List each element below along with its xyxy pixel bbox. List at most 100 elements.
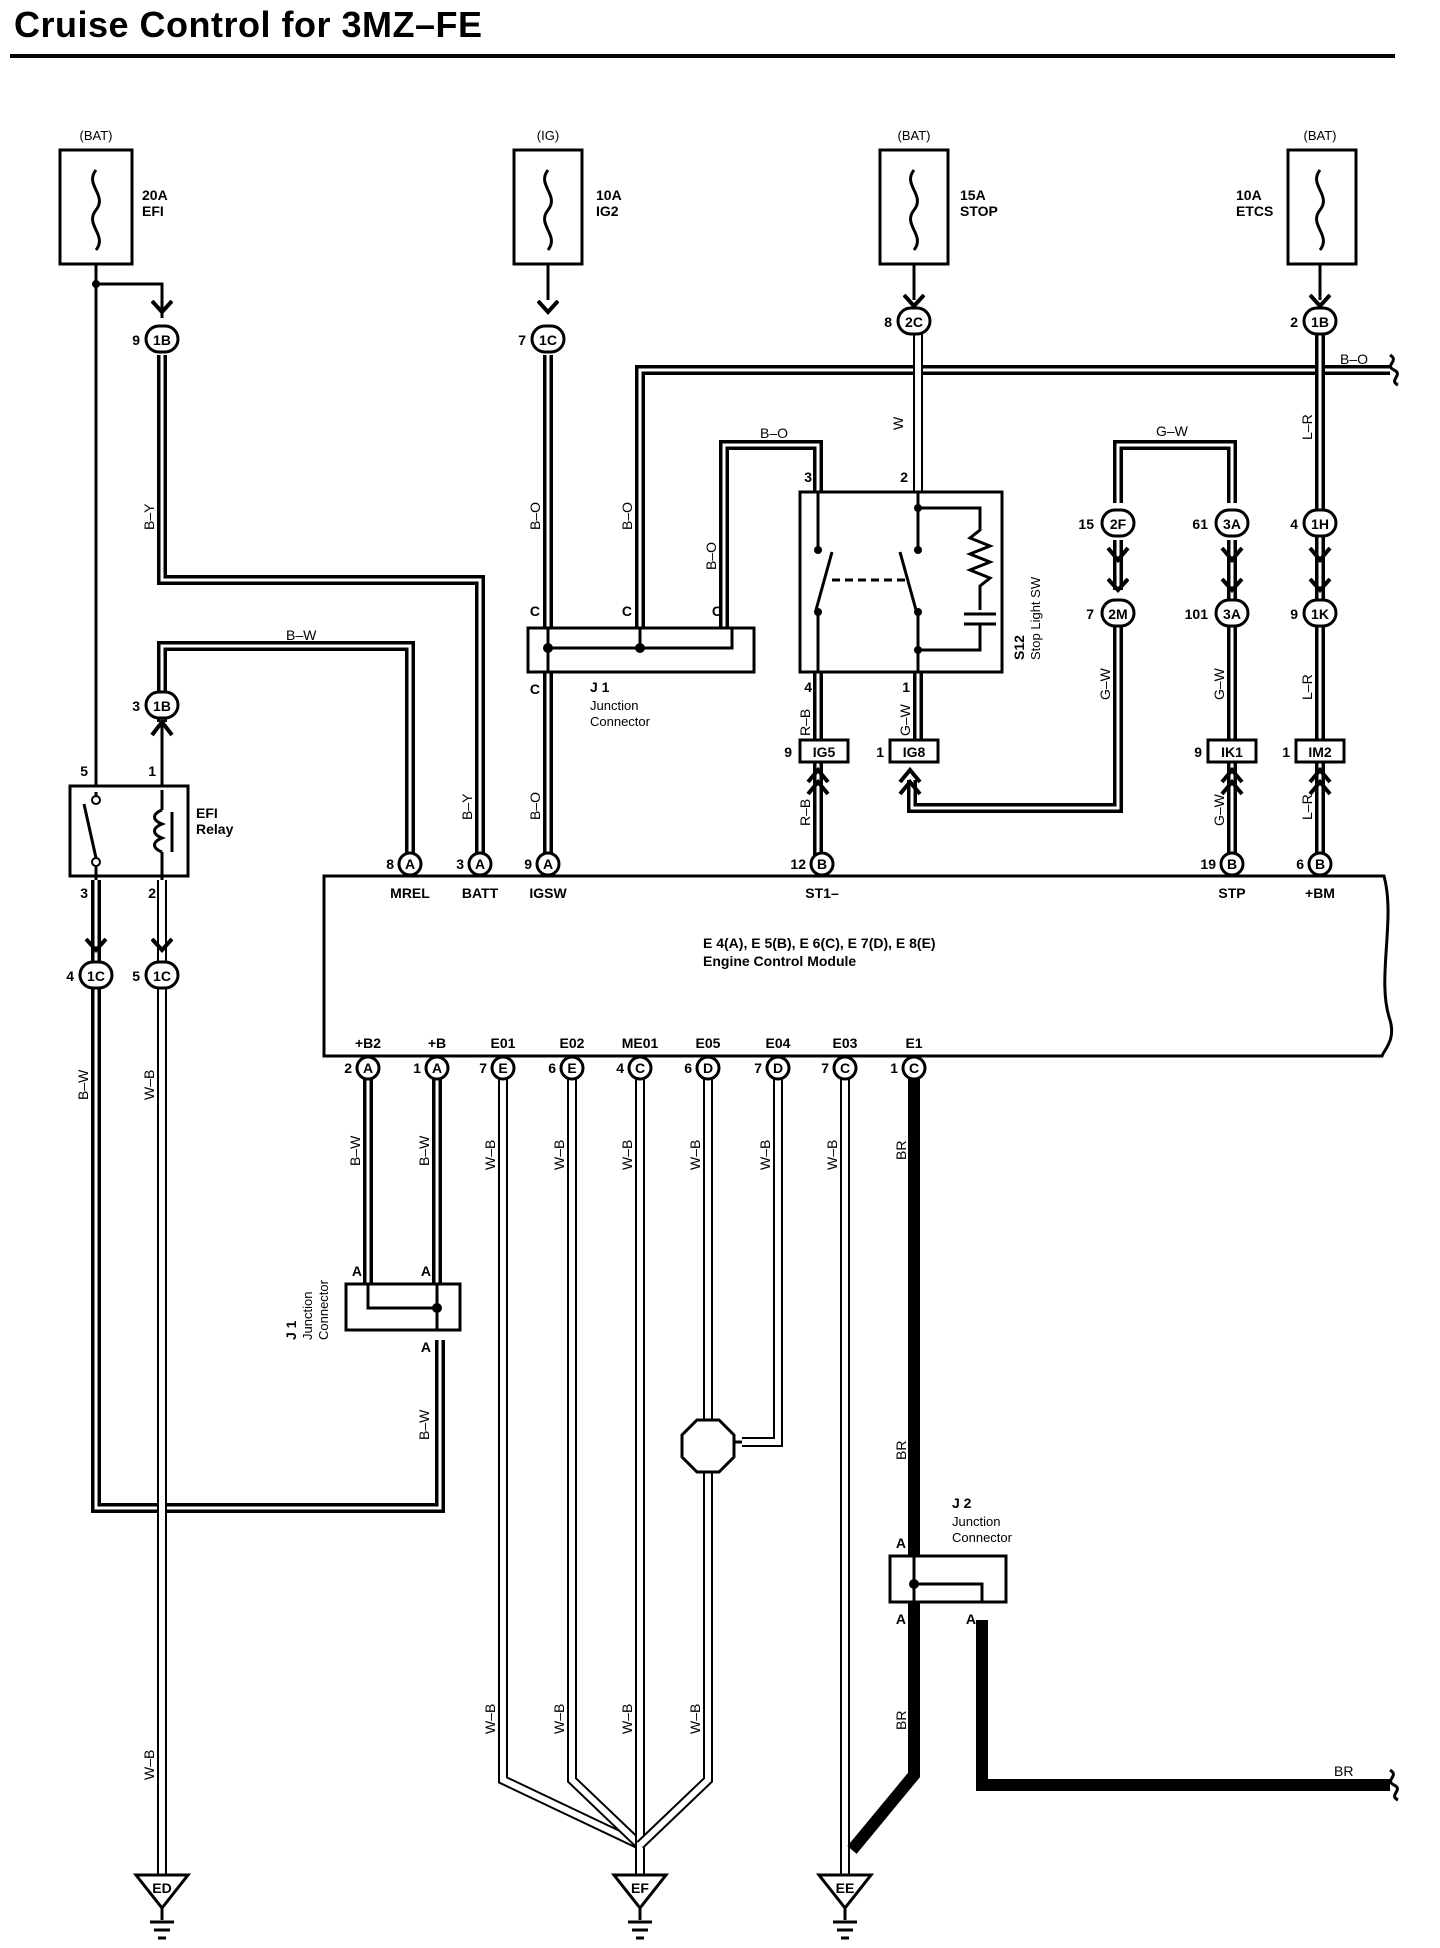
ecm-bottom-terminals: +B2 A 2 +B A 1 E01 E 7 E02 E 6 ME01 C 4 bbox=[344, 1035, 927, 1081]
svg-text:20A: 20A bbox=[142, 187, 168, 203]
svg-text:ED: ED bbox=[152, 1880, 171, 1896]
svg-text:5: 5 bbox=[80, 763, 88, 779]
connector-3a-101: 3A 101 bbox=[1185, 578, 1250, 628]
terminal-e05: E05 D 6 bbox=[684, 1035, 721, 1081]
svg-text:1B: 1B bbox=[1311, 314, 1329, 330]
svg-text:MREL: MREL bbox=[390, 885, 430, 901]
svg-text:S12: S12 bbox=[1011, 635, 1027, 660]
ground-ed: ED bbox=[132, 1873, 192, 1940]
svg-text:Relay: Relay bbox=[196, 821, 234, 837]
svg-text:3: 3 bbox=[132, 698, 140, 714]
svg-text:L–R: L–R bbox=[1299, 414, 1315, 440]
svg-text:EFI: EFI bbox=[142, 203, 164, 219]
svg-text:9: 9 bbox=[132, 332, 140, 348]
svg-text:A: A bbox=[543, 856, 553, 872]
svg-text:1C: 1C bbox=[87, 968, 105, 984]
svg-text:B–O: B–O bbox=[760, 425, 788, 441]
svg-text:ST1–: ST1– bbox=[805, 885, 839, 901]
wire-br-right bbox=[976, 1620, 1390, 1791]
svg-text:C: C bbox=[712, 603, 722, 619]
svg-text:7: 7 bbox=[518, 332, 526, 348]
svg-text:B–W: B–W bbox=[416, 1135, 432, 1166]
svg-text:7: 7 bbox=[479, 1060, 487, 1076]
svg-text:10A: 10A bbox=[596, 187, 622, 203]
svg-text:D: D bbox=[773, 1060, 783, 1076]
connector-1c-5: 1C 5 bbox=[132, 938, 180, 990]
svg-text:Stop Light SW: Stop Light SW bbox=[1028, 576, 1043, 660]
svg-text:1C: 1C bbox=[539, 332, 557, 348]
svg-text:J 1: J 1 bbox=[590, 679, 610, 695]
fuse-ig2: (IG) 10A IG2 bbox=[512, 128, 622, 266]
ground-ee: EE bbox=[815, 1873, 875, 1940]
svg-text:4: 4 bbox=[804, 679, 812, 695]
svg-text:W–B: W–B bbox=[141, 1750, 157, 1780]
svg-text:1: 1 bbox=[890, 1060, 898, 1076]
svg-text:W–B: W–B bbox=[687, 1140, 703, 1170]
svg-text:1B: 1B bbox=[153, 332, 171, 348]
svg-text:E 4(A), E 5(B), E 6(C), E 7(D): E 4(A), E 5(B), E 6(C), E 7(D), E 8(E) bbox=[703, 935, 936, 951]
svg-text:C: C bbox=[530, 681, 540, 697]
terminal-e02: E02 E 6 bbox=[548, 1035, 585, 1081]
terminal-me01: ME01 C 4 bbox=[616, 1035, 659, 1081]
svg-text:1: 1 bbox=[413, 1060, 421, 1076]
svg-text:1: 1 bbox=[876, 744, 884, 760]
svg-text:1: 1 bbox=[902, 679, 910, 695]
svg-text:B: B bbox=[1315, 856, 1325, 872]
svg-text:W–B: W–B bbox=[619, 1140, 635, 1170]
svg-text:EFI: EFI bbox=[196, 805, 218, 821]
junction-j2: A A A J 2 Junction Connector bbox=[888, 1495, 1013, 1627]
svg-text:3: 3 bbox=[80, 885, 88, 901]
connector-1b-3: 1B 3 bbox=[132, 690, 180, 737]
svg-text:D: D bbox=[703, 1060, 713, 1076]
svg-text:W–B: W–B bbox=[482, 1704, 498, 1734]
fuse-stop: (BAT) 15A STOP bbox=[878, 128, 998, 266]
terminal-mrel: A 8 MREL bbox=[386, 851, 430, 901]
svg-text:EF: EF bbox=[631, 1880, 649, 1896]
svg-text:1: 1 bbox=[148, 763, 156, 779]
svg-text:A: A bbox=[966, 1611, 976, 1627]
svg-text:W–B: W–B bbox=[551, 1140, 567, 1170]
svg-text:Junction: Junction bbox=[590, 698, 638, 713]
svg-text:10A: 10A bbox=[1236, 187, 1262, 203]
svg-text:ETCS: ETCS bbox=[1236, 203, 1273, 219]
svg-text:2: 2 bbox=[148, 885, 156, 901]
fuse-efi: (BAT) 20A EFI bbox=[58, 128, 168, 266]
svg-text:B–O: B–O bbox=[1340, 351, 1368, 367]
svg-text:E: E bbox=[498, 1060, 507, 1076]
svg-text:W–B: W–B bbox=[482, 1140, 498, 1170]
svg-text:L–R: L–R bbox=[1299, 794, 1315, 820]
connector-3a-61: 3A 61 bbox=[1192, 508, 1250, 564]
box-im2: IM2 1 bbox=[1282, 738, 1346, 796]
svg-text:(BAT): (BAT) bbox=[898, 128, 931, 143]
svg-text:Junction: Junction bbox=[952, 1514, 1000, 1529]
svg-text:(IG): (IG) bbox=[537, 128, 559, 143]
svg-text:9: 9 bbox=[524, 856, 532, 872]
inline-connectors: 1B 9 1C 7 2C 8 1B 2 1B 3 bbox=[66, 294, 1338, 990]
svg-text:B–W: B–W bbox=[416, 1409, 432, 1440]
wire-efi-to-1b bbox=[96, 282, 164, 318]
svg-text:EE: EE bbox=[836, 1880, 855, 1896]
svg-text:ME01: ME01 bbox=[622, 1035, 659, 1051]
svg-text:J 2: J 2 bbox=[952, 1495, 972, 1511]
svg-text:6: 6 bbox=[548, 1060, 556, 1076]
svg-text:B–W: B–W bbox=[286, 627, 317, 643]
terminal-e03: E03 C 7 bbox=[821, 1035, 858, 1081]
connector-1k-9: 1K 9 bbox=[1290, 578, 1338, 628]
svg-text:B–O: B–O bbox=[527, 792, 543, 820]
svg-text:BATT: BATT bbox=[462, 885, 499, 901]
svg-text:J 1: J 1 bbox=[283, 1320, 299, 1340]
connector-1c-4: 1C 4 bbox=[66, 938, 114, 990]
svg-text:IG5: IG5 bbox=[813, 744, 836, 760]
svg-text:R–B: R–B bbox=[797, 799, 813, 826]
connector-1c-7: 1C 7 bbox=[518, 300, 566, 354]
svg-text:B–Y: B–Y bbox=[141, 503, 157, 530]
svg-text:1C: 1C bbox=[153, 968, 171, 984]
svg-text:C: C bbox=[635, 1060, 645, 1076]
terminal-e01: E01 E 7 bbox=[479, 1035, 516, 1081]
terminal-st1: B 12 ST1– bbox=[790, 851, 839, 901]
svg-text:C: C bbox=[622, 603, 632, 619]
ig-connector-boxes: IG5 9 IG8 1 IK1 9 IM2 1 bbox=[784, 738, 1346, 796]
connector-2m-7: 2M 7 bbox=[1086, 578, 1136, 628]
svg-text:1B: 1B bbox=[153, 698, 171, 714]
svg-text:2M: 2M bbox=[1108, 606, 1127, 622]
